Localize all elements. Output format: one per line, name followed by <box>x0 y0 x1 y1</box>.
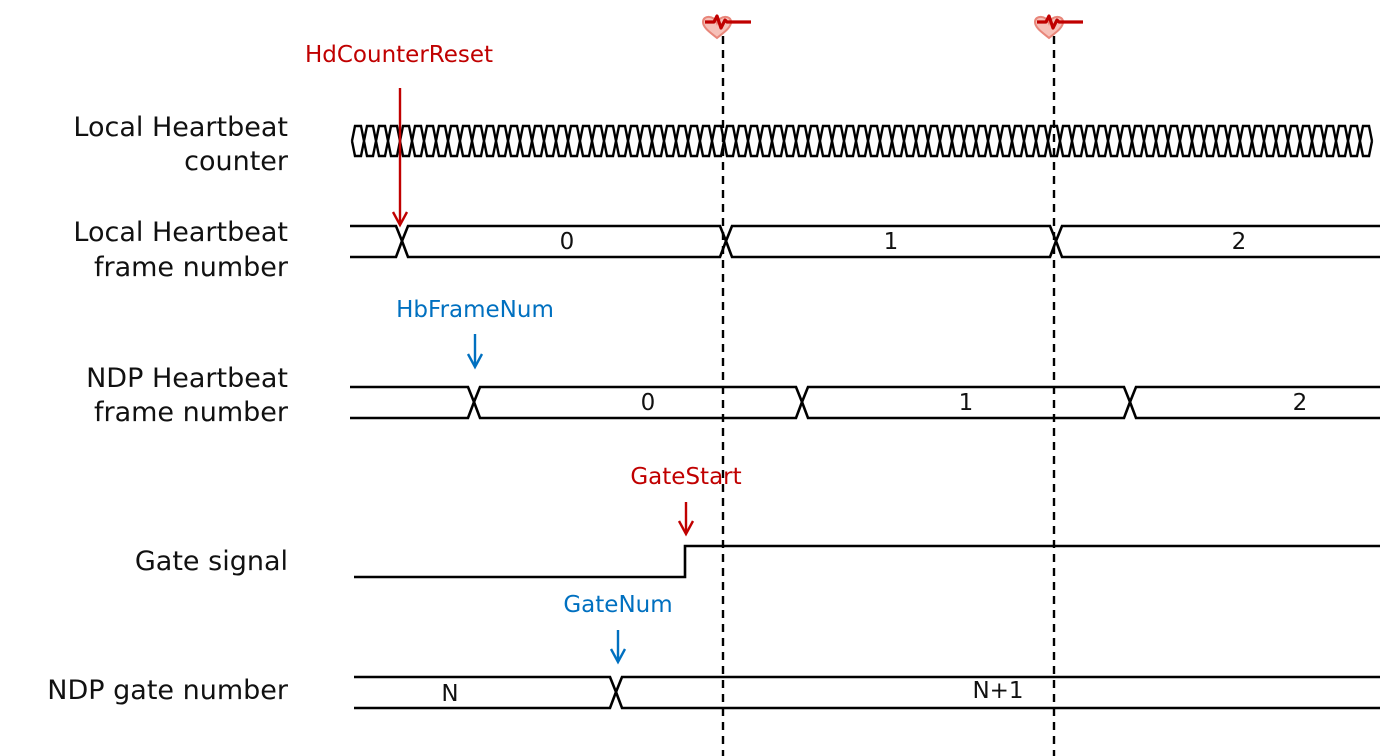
annotation-hb-frame-num: HbFrameNum <box>396 297 554 323</box>
row-label-local-hb-counter-line2: counter <box>184 146 289 177</box>
local-hb-frame-bus <box>350 224 1380 259</box>
row-label-local-hb-frame-line2: frame number <box>94 252 289 283</box>
ndp-gate-number-value: N+1 <box>972 678 1023 704</box>
local-hb-frame-value: 2 <box>1232 229 1247 255</box>
local-hb-frame-value: 0 <box>560 229 575 255</box>
row-label-local-hb-frame-line1: Local Heartbeat <box>73 217 288 248</box>
gate-signal-waveform <box>354 544 1380 579</box>
row-label-ndp-hb-frame-line2: frame number <box>94 397 289 428</box>
ndp-gate-number-bus <box>354 675 1380 710</box>
hd-counter-reset-arrowhead <box>391 211 409 228</box>
row-label-local-hb-counter-line1: Local Heartbeat <box>73 112 288 143</box>
hb-frame-num-arrowhead <box>466 353 484 370</box>
ndp-hb-frame-value: 1 <box>959 390 974 416</box>
annotation-hd-counter-reset: HdCounterReset <box>305 42 493 68</box>
annotation-gate-num: GateNum <box>563 592 672 618</box>
row-label-gate-signal: Gate signal <box>135 546 288 577</box>
annotation-gate-start: GateStart <box>630 464 741 490</box>
ndp-hb-frame-value: 2 <box>1293 390 1308 416</box>
heartbeat-icon <box>701 14 751 40</box>
ndp-hb-frame-value: 0 <box>641 390 656 416</box>
row-label-ndp-gate-number: NDP gate number <box>47 675 289 706</box>
local-hb-frame-value: 1 <box>884 229 899 255</box>
heartbeat-icon <box>1033 14 1083 40</box>
ndp-gate-number-value: N <box>441 681 458 707</box>
row-label-ndp-hb-frame-line1: NDP Heartbeat <box>86 363 288 394</box>
ndp-hb-frame-bus <box>350 385 1380 420</box>
local-hb-counter-waveform <box>350 124 1374 158</box>
gate-start-arrowhead <box>677 520 695 537</box>
gate-num-arrowhead <box>609 648 627 665</box>
